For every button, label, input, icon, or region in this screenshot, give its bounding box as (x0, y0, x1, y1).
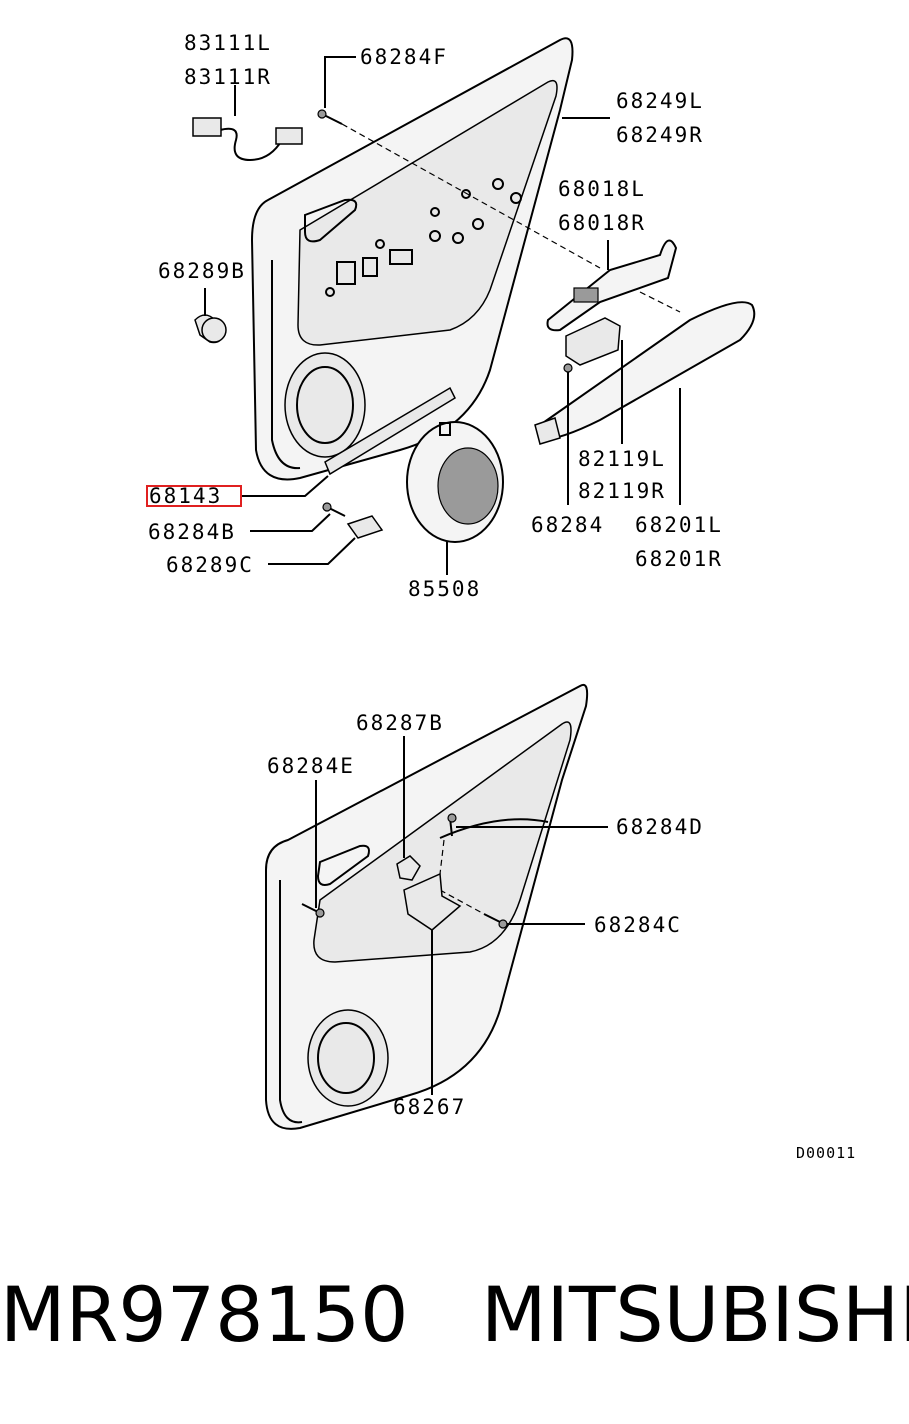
label-68249R: 68249R (616, 123, 704, 147)
weatherstrip-68143 (324, 386, 456, 476)
rear-door-speaker (307, 1009, 389, 1107)
panel-clip-6 (461, 189, 471, 199)
panel-clip-4 (492, 178, 504, 190)
label-82119R: 82119R (578, 479, 666, 503)
panel-clip-9 (325, 287, 335, 297)
diagram-code: D00011 (796, 1144, 856, 1162)
screw-68284C-head (498, 919, 508, 929)
door-grab-handle (304, 198, 358, 243)
label-68287B: 68287B (356, 711, 444, 735)
rear-door-panel-inner (313, 721, 572, 963)
label-68284D: 68284D (616, 815, 704, 839)
label-68018R: 68018R (558, 211, 646, 235)
top-assembly: 83111L 83111R 68284F 68249L 68249R 68018… (146, 31, 756, 601)
rear-door-speaker-inner (317, 1022, 375, 1094)
panel-clip-1 (429, 230, 441, 242)
screw-68284-head (563, 363, 573, 373)
speaker-cover-tab (439, 422, 451, 436)
trim-68018 (546, 239, 678, 332)
armrest-dash (639, 291, 681, 313)
bracket-68267-dashed (439, 839, 445, 875)
panel-clip-7 (430, 207, 440, 217)
door-pocket-outline (271, 260, 301, 470)
label-68289C: 68289C (166, 553, 254, 577)
armrest-68201 (539, 301, 756, 442)
harness-connector-right (275, 127, 303, 145)
window-switch-82119-button (573, 287, 599, 303)
label-68289B: 68289B (158, 259, 246, 283)
clip-68289C (346, 515, 384, 539)
label-68201L: 68201L (635, 513, 723, 537)
label-68284B: 68284B (148, 520, 236, 544)
panel-clip-3 (472, 218, 484, 230)
panel-switch-hole-1 (336, 261, 356, 285)
panel-switch-hole-3 (389, 249, 413, 265)
label-82119L: 82119L (578, 447, 666, 471)
label-83111R: 83111R (184, 65, 272, 89)
door-trim-inner (297, 79, 558, 346)
label-68018L: 68018L (558, 177, 646, 201)
screw-68284B-head (322, 502, 332, 512)
label-68143: 68143 (149, 484, 222, 508)
screw-68284D-head (447, 813, 457, 823)
speaker-cover-grille (437, 447, 499, 525)
clip-68289B-head (201, 317, 227, 343)
screw-68284B-leader (250, 513, 331, 532)
rear-door-grab (316, 844, 370, 886)
panel-clip-5 (510, 192, 522, 204)
clip-68287B (396, 855, 421, 881)
highlight-box-68143 (146, 485, 242, 507)
label-68284: 68284 (531, 513, 604, 537)
label-85508: 85508 (408, 577, 481, 601)
clip-68289C-leader (268, 537, 356, 565)
label-68284E: 68284E (267, 754, 355, 778)
brand-name: MITSUBISHI (480, 1270, 909, 1359)
label-83111L: 83111L (184, 31, 272, 55)
screw-68284F-head (317, 109, 327, 119)
label-68201R: 68201R (635, 547, 723, 571)
panel-clip-2 (452, 232, 464, 244)
rear-door-pocket-edge (279, 880, 303, 1124)
bottom-assembly: 68287B 68284E 68284D 68284C 68267 D00011 (265, 684, 856, 1162)
footer-caption: MR978150 MITSUBISHI (0, 1260, 909, 1370)
panel-speaker-inner (296, 366, 354, 444)
screw-68284E-head (315, 908, 325, 918)
armrest-68201-end (534, 417, 561, 445)
part-number: MR978150 (0, 1270, 409, 1359)
wiring-harness (219, 127, 283, 162)
label-68284C: 68284C (594, 913, 682, 937)
screw-68284F-leader (324, 56, 356, 108)
label-68284F: 68284F (360, 45, 448, 69)
label-68267: 68267 (393, 1095, 466, 1119)
window-switch-82119 (565, 317, 621, 366)
label-68249L: 68249L (616, 89, 704, 113)
harness-connector-left (192, 117, 222, 137)
panel-clip-8 (375, 239, 385, 249)
weatherstrip-68143-leader (242, 475, 329, 497)
screw-68284C-dashed-axis (439, 889, 485, 915)
panel-switch-hole-2 (362, 257, 378, 277)
